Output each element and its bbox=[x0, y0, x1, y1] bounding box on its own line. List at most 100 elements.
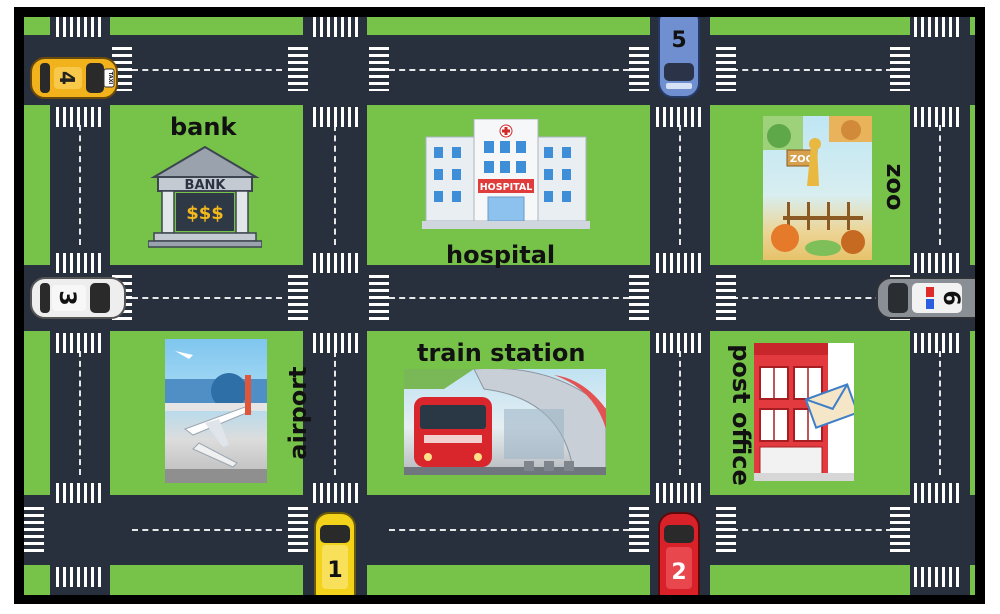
crosswalk bbox=[56, 253, 104, 273]
crosswalk bbox=[629, 507, 649, 553]
crosswalk bbox=[656, 333, 704, 353]
crosswalk bbox=[288, 275, 308, 321]
road-lane-marking bbox=[732, 69, 892, 71]
car-1-number: 1 bbox=[327, 558, 342, 583]
taxi-icon: TAXI 4 bbox=[30, 57, 118, 99]
car-6[interactable]: 6 bbox=[876, 275, 975, 321]
crosswalk bbox=[56, 17, 104, 37]
train-station-picture bbox=[404, 369, 606, 475]
grass-block bbox=[367, 17, 650, 35]
car-white-icon: 3 bbox=[30, 277, 126, 319]
car-red-icon: 2 bbox=[658, 512, 700, 595]
grass-block bbox=[970, 565, 975, 595]
crosswalk bbox=[914, 333, 962, 353]
crosswalk bbox=[914, 483, 962, 503]
car-blue-icon: 5 bbox=[658, 17, 700, 98]
car-4-number: 4 bbox=[55, 71, 79, 85]
game-board-frame: bank BANK $$$ HOSPITAL hospit bbox=[14, 7, 985, 604]
grass-block bbox=[970, 105, 975, 265]
taxi-roof-sign: TAXI bbox=[107, 72, 113, 85]
car-1[interactable]: 1 bbox=[312, 511, 358, 595]
bank-sign-text: BANK bbox=[185, 178, 227, 193]
grass-block bbox=[970, 331, 975, 495]
car-3[interactable]: 3 bbox=[30, 275, 126, 321]
car-4[interactable]: TAXI 4 bbox=[30, 55, 118, 101]
crosswalk bbox=[56, 483, 104, 503]
crosswalk bbox=[914, 253, 962, 273]
road-lane-marking bbox=[732, 529, 892, 531]
road-lane-marking bbox=[939, 125, 941, 245]
crosswalk bbox=[56, 333, 104, 353]
grass-block bbox=[710, 565, 910, 595]
road-lane-marking bbox=[132, 69, 282, 71]
grass-block bbox=[24, 565, 50, 595]
crosswalk bbox=[288, 507, 308, 553]
crosswalk bbox=[716, 47, 736, 91]
crosswalk bbox=[656, 107, 704, 127]
crosswalk bbox=[313, 107, 361, 127]
car-3-number: 3 bbox=[54, 290, 79, 305]
car-2-number: 2 bbox=[671, 560, 686, 585]
crosswalk bbox=[56, 107, 104, 127]
crosswalk bbox=[656, 483, 704, 503]
grass-block bbox=[710, 17, 910, 35]
crosswalk bbox=[313, 253, 361, 273]
grass-block bbox=[367, 565, 650, 595]
bank-building-icon: BANK $$$ bbox=[148, 145, 262, 248]
crosswalk bbox=[890, 507, 910, 553]
road-lane-marking bbox=[79, 125, 81, 245]
place-label-train-station: train station bbox=[417, 339, 586, 367]
crosswalk bbox=[56, 567, 104, 587]
place-label-hospital: hospital bbox=[446, 241, 556, 269]
crosswalk bbox=[313, 483, 361, 503]
car-2[interactable]: 2 bbox=[656, 511, 702, 595]
grass-block bbox=[970, 17, 975, 35]
crosswalk bbox=[369, 47, 389, 91]
grass-block bbox=[24, 17, 50, 35]
road-lane-marking bbox=[679, 351, 681, 475]
crosswalk bbox=[890, 47, 910, 91]
crosswalk bbox=[369, 275, 389, 321]
road-lane-marking bbox=[79, 351, 81, 475]
crosswalk bbox=[914, 567, 962, 587]
road-lane-marking bbox=[132, 529, 282, 531]
road-lane-marking bbox=[939, 351, 941, 475]
road-lane-marking bbox=[334, 125, 336, 245]
car-6-number: 6 bbox=[938, 290, 963, 305]
zoo-sign-text: ZOO bbox=[790, 154, 814, 165]
post-office-picture bbox=[754, 343, 854, 481]
road-lane-marking bbox=[732, 297, 892, 299]
grass-block bbox=[110, 565, 303, 595]
hospital-building-icon: HOSPITAL bbox=[422, 119, 590, 229]
crosswalk bbox=[313, 17, 361, 37]
post-office-scene-icon bbox=[754, 343, 854, 481]
road-lane-marking bbox=[389, 69, 629, 71]
crosswalk bbox=[914, 107, 962, 127]
road-lane-marking bbox=[679, 125, 681, 245]
road-lane-marking bbox=[389, 297, 629, 299]
grass-block bbox=[24, 331, 50, 495]
crosswalk bbox=[24, 507, 44, 553]
bank-money-text: $$$ bbox=[186, 203, 224, 224]
car-5[interactable]: 5 bbox=[656, 17, 702, 99]
crosswalk bbox=[656, 253, 704, 273]
airport-scene-icon bbox=[165, 351, 267, 483]
place-label-post-office: post office bbox=[727, 344, 755, 486]
place-label-zoo: zoo bbox=[881, 163, 909, 211]
train-scene-icon bbox=[404, 369, 606, 475]
crosswalk bbox=[914, 17, 962, 37]
place-label-airport: airport bbox=[284, 366, 312, 460]
crosswalk bbox=[716, 275, 736, 321]
place-label-bank: bank bbox=[170, 113, 237, 141]
crosswalk bbox=[629, 47, 649, 91]
crosswalk bbox=[629, 275, 649, 321]
road-lane-marking bbox=[334, 351, 336, 475]
road-lane-marking bbox=[132, 297, 282, 299]
car-yellow-icon: 1 bbox=[314, 512, 356, 595]
grass-block bbox=[24, 105, 50, 265]
crosswalk bbox=[313, 333, 361, 353]
car-5-number: 5 bbox=[671, 28, 686, 53]
airport-picture bbox=[165, 339, 267, 483]
grass-block bbox=[110, 17, 303, 35]
city-map: bank BANK $$$ HOSPITAL hospit bbox=[24, 17, 975, 595]
